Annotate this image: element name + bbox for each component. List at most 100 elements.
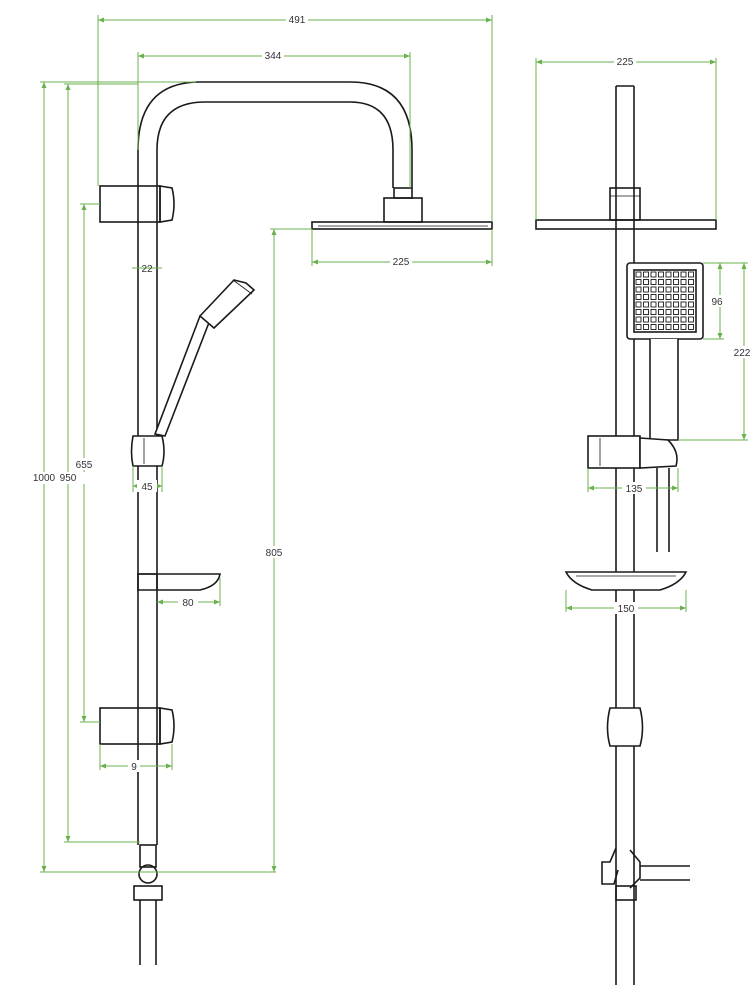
nozzle-cell [635,324,642,330]
dim-holder-height: 655 [76,460,93,471]
nozzle-cell [635,301,642,308]
nozzle-cell [650,309,657,315]
side-hand-shower-nozzle-grid [635,271,694,330]
side-shower-head [535,219,717,230]
front-handset-holder [130,435,165,467]
side-hose [656,468,670,552]
front-head-mount [383,197,423,223]
dim-head-height: 805 [266,548,283,559]
nozzle-cell [665,309,672,315]
nozzle-cell [665,294,672,300]
side-handset-holder [587,435,678,469]
nozzle-cell [650,294,657,300]
nozzle-cell [643,271,649,278]
front-arm-nut [393,187,413,199]
nozzle-cell [643,286,649,293]
nozzle-cell [673,271,679,278]
nozzle-cell [635,294,642,300]
dim-overall-height: 1000 [33,473,56,484]
nozzle-cell [635,271,642,278]
dim-holder-width: 45 [141,482,153,493]
dim-dish-width: 150 [618,604,635,615]
front-upper-wall-bracket [99,185,175,223]
nozzle-cell [658,301,664,308]
front-overhead-arm [137,81,413,188]
nozzle-cell [665,301,672,308]
nozzle-cell [688,316,694,323]
nozzle-cell [673,286,679,293]
nozzle-cell [665,279,672,285]
nozzle-cell [673,324,679,330]
nozzle-cell [658,294,664,300]
front-diverter-valve [133,844,163,965]
nozzle-cell [643,324,649,330]
dim-arm-reach: 344 [265,51,282,62]
dimension-labels: 491 344 225 22 45 80 9 1000 950 655 805 … [30,13,754,773]
nozzle-cell [688,324,694,330]
nozzle-cell [673,279,679,285]
nozzle-cell [673,294,679,300]
side-riser-pipe [615,85,635,985]
side-soap-dish [564,571,688,591]
front-view [99,81,493,965]
nozzle-cell [635,316,642,323]
dim-head-width-side: 225 [617,57,634,68]
nozzle-cell [650,286,657,293]
nozzle-cell [643,309,649,315]
nozzle-cell [680,301,687,308]
dim-holder-side-width: 135 [626,484,643,495]
nozzle-cell [680,271,687,278]
front-shower-head [311,221,493,230]
nozzle-cell [688,271,694,278]
nozzle-cell [665,324,672,330]
nozzle-cell [688,309,694,315]
side-diverter-valve [601,847,690,901]
nozzle-cell [680,286,687,293]
dim-dish-depth: 80 [182,598,194,609]
side-hand-shower [626,262,704,441]
dim-handset-head-height: 96 [711,297,723,308]
front-hand-shower [153,279,256,437]
dim-bracket-width: 9 [131,762,137,773]
nozzle-cell [688,279,694,285]
nozzle-cell [635,309,642,315]
nozzle-cell [665,286,672,293]
nozzle-cell [635,286,642,293]
nozzle-cell [688,301,694,308]
nozzle-cell [658,286,664,293]
nozzle-cell [673,316,679,323]
nozzle-cell [643,279,649,285]
dim-upper-bracket-height: 950 [60,473,77,484]
nozzle-cell [658,271,664,278]
front-lower-wall-bracket [99,707,175,745]
nozzle-cell [650,316,657,323]
nozzle-cell [643,294,649,300]
nozzle-cell [673,301,679,308]
front-soap-dish [137,573,221,591]
front-riser-pipe [137,150,158,845]
side-lower-bracket [606,707,644,747]
nozzle-cell [658,316,664,323]
nozzle-cell [680,309,687,315]
nozzle-cell [688,286,694,293]
dimension-arrowheads [41,17,747,872]
nozzle-cell [680,324,687,330]
nozzle-cell [635,279,642,285]
nozzle-cell [680,316,687,323]
dim-overall-width: 491 [289,15,306,26]
nozzle-cell [680,279,687,285]
nozzle-cell [688,294,694,300]
nozzle-cell [658,279,664,285]
nozzle-cell [680,294,687,300]
nozzle-cell [665,316,672,323]
nozzle-cell [658,309,664,315]
nozzle-cell [658,324,664,330]
nozzle-cell [650,324,657,330]
nozzle-cell [673,309,679,315]
dim-head-width-front: 225 [393,257,410,268]
nozzle-cell [650,279,657,285]
nozzle-cell [643,301,649,308]
dim-pipe-diameter: 22 [141,264,153,275]
nozzle-cell [665,271,672,278]
